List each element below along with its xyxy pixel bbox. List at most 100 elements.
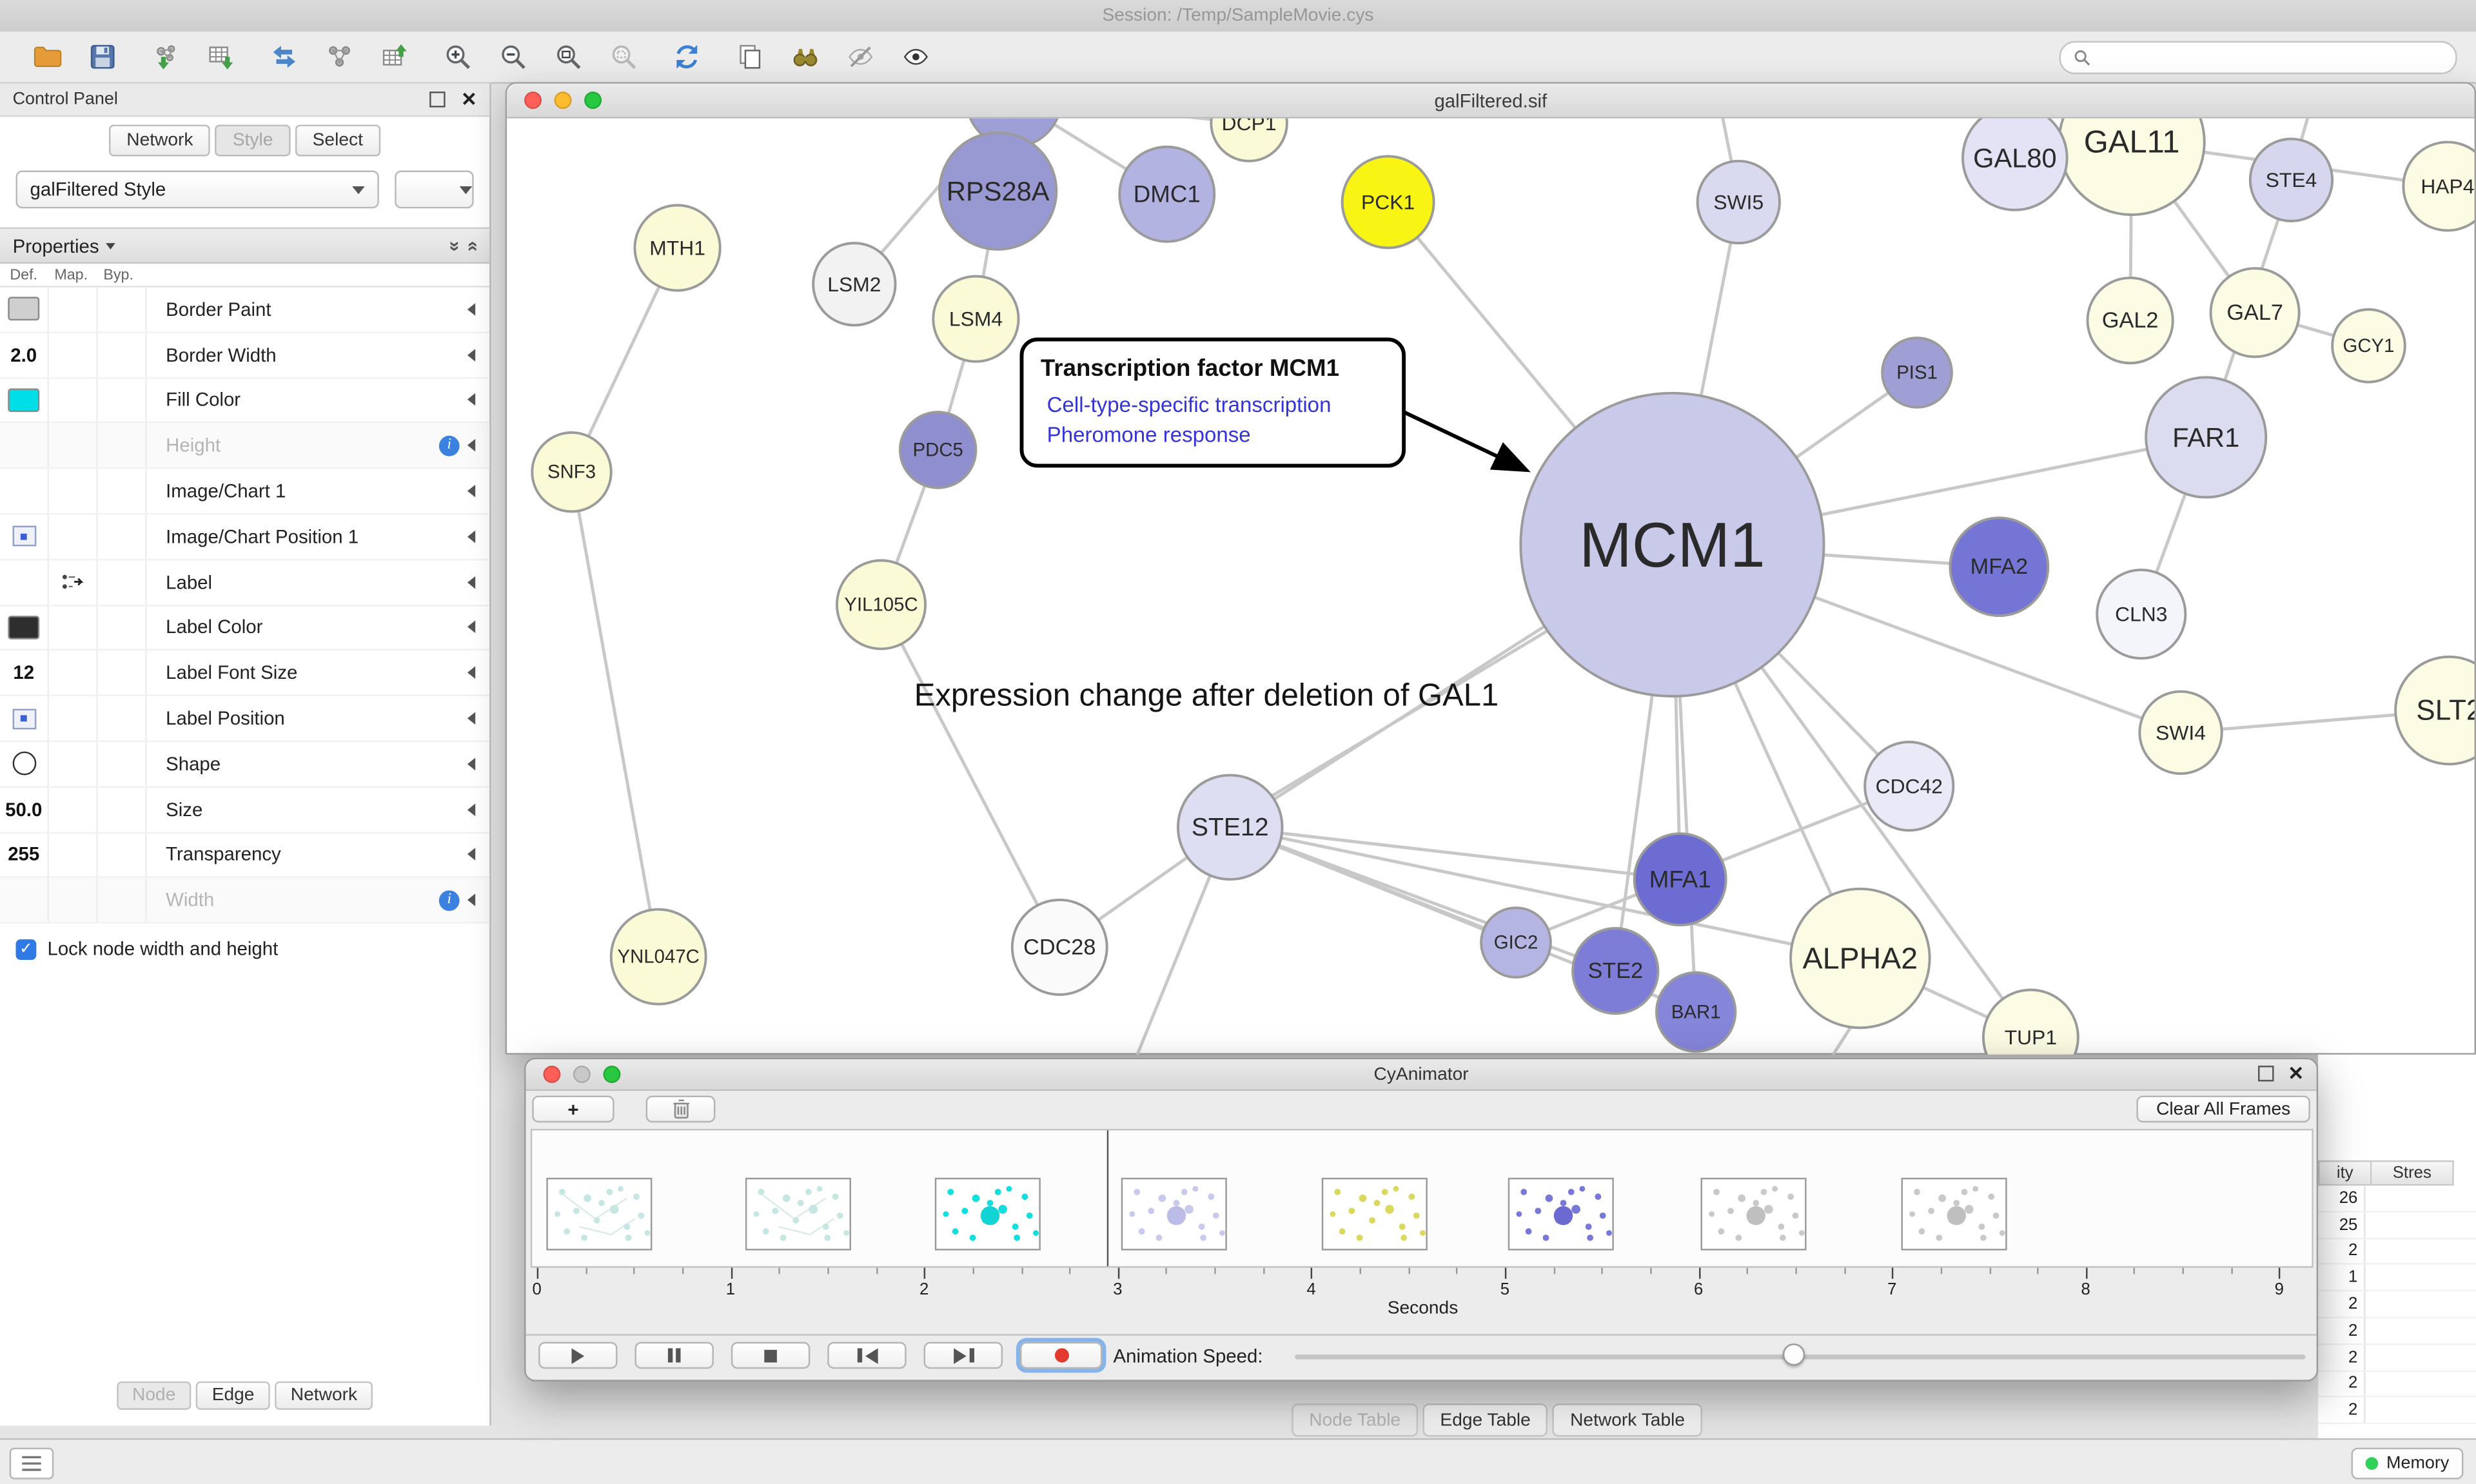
float-window-icon[interactable] [2257, 1066, 2274, 1082]
table-row[interactable]: 2 [2318, 1371, 2476, 1398]
table-row[interactable]: 26 [2318, 1186, 2476, 1213]
expand-row-icon[interactable] [467, 576, 476, 589]
default-value-cell[interactable] [0, 469, 49, 513]
frame-thumbnail-3[interactable] [1121, 1177, 1227, 1251]
open-session-icon[interactable] [32, 41, 63, 73]
export-table-icon[interactable] [379, 41, 411, 73]
node-HAP4[interactable] [2402, 141, 2475, 232]
copy-icon[interactable] [734, 41, 766, 73]
show-details-icon[interactable] [900, 41, 932, 73]
go-to-start-button[interactable] [827, 1342, 907, 1369]
expand-row-icon[interactable] [467, 621, 476, 634]
node-SWI5[interactable] [1696, 159, 1781, 245]
global-search-field[interactable] [2059, 41, 2457, 75]
node-STE12[interactable] [1176, 774, 1284, 881]
node-STE2[interactable] [1571, 927, 1660, 1015]
bypass-cell[interactable] [98, 424, 147, 468]
style-tab-network[interactable]: Network [275, 1381, 373, 1410]
default-value-cell[interactable] [0, 378, 49, 422]
search-network-icon[interactable] [789, 41, 821, 73]
bypass-cell[interactable] [98, 787, 147, 832]
hide-details-icon[interactable] [845, 41, 876, 73]
mapping-cell[interactable] [49, 378, 98, 422]
canvas-annotation-text[interactable]: Expression change after deletion of GAL1 [914, 678, 1498, 713]
mapping-cell[interactable] [49, 287, 98, 331]
default-value-cell[interactable] [0, 424, 49, 468]
minimize-window-icon[interactable] [573, 1066, 591, 1084]
close-window-icon[interactable] [543, 1066, 561, 1084]
bypass-cell[interactable] [98, 832, 147, 877]
node-ALPHA2[interactable] [1789, 887, 1931, 1030]
bypass-cell[interactable] [98, 378, 147, 422]
mapping-cell[interactable] [49, 469, 98, 513]
timeline[interactable] [530, 1129, 2314, 1268]
style-selector-dropdown[interactable]: galFiltered Style [15, 170, 379, 209]
default-value-cell[interactable] [0, 605, 49, 650]
cyanimator-titlebar[interactable]: CyAnimator ✕ [526, 1059, 2317, 1091]
tab-node-table[interactable]: Node Table [1292, 1403, 1419, 1437]
table-row[interactable]: 2 [2318, 1398, 2476, 1425]
import-table-icon[interactable] [205, 41, 237, 73]
node-CLN3[interactable] [2096, 569, 2187, 660]
expand-row-icon[interactable] [467, 348, 476, 362]
expand-row-icon[interactable] [467, 848, 476, 861]
property-row-label-color[interactable]: Label Color [0, 605, 490, 651]
lock-size-checkbox[interactable]: ✓ [15, 939, 37, 960]
node-GIC2[interactable] [1480, 906, 1552, 979]
default-value-cell[interactable]: 255 [0, 832, 49, 877]
tab-network[interactable]: Network [109, 124, 211, 157]
frame-thumbnail-6[interactable] [1700, 1177, 1807, 1251]
node-TUP1[interactable] [1981, 988, 2079, 1055]
tab-network-table[interactable]: Network Table [1553, 1403, 1702, 1437]
mapping-cell[interactable] [49, 605, 98, 650]
expand-row-icon[interactable] [467, 530, 476, 543]
table-row[interactable]: 1 [2318, 1265, 2476, 1292]
node-PCK1[interactable] [1341, 155, 1435, 249]
bypass-cell[interactable] [98, 560, 147, 604]
bypass-cell[interactable] [98, 514, 147, 559]
mapping-cell[interactable] [49, 878, 98, 923]
frame-thumbnail-0[interactable] [546, 1177, 653, 1251]
refresh-layout-icon[interactable] [671, 41, 703, 73]
delete-frame-button[interactable] [645, 1095, 716, 1123]
node-FAR1[interactable] [2145, 376, 2268, 499]
node-GAL7[interactable] [2209, 267, 2301, 358]
frame-thumbnail-2[interactable] [934, 1177, 1041, 1251]
default-value-cell[interactable] [0, 878, 49, 923]
default-value-cell[interactable]: 50.0 [0, 787, 49, 832]
zoom-window-icon[interactable] [603, 1066, 621, 1084]
mapping-cell[interactable] [49, 696, 98, 741]
tab-style[interactable]: Style [215, 124, 291, 157]
table-row[interactable]: 25 [2318, 1212, 2476, 1239]
tab-select[interactable]: Select [295, 124, 380, 157]
expand-row-icon[interactable] [467, 757, 476, 770]
property-row-label-position[interactable]: Label Position [0, 696, 490, 742]
info-icon[interactable]: i [438, 435, 460, 456]
bypass-cell[interactable] [98, 287, 147, 331]
default-value-cell[interactable] [0, 741, 49, 786]
save-session-icon[interactable] [87, 41, 119, 73]
minimize-window-icon[interactable] [554, 92, 572, 109]
node-PIS1[interactable] [1881, 337, 1953, 409]
expand-row-icon[interactable] [467, 393, 476, 407]
node-SNF3[interactable] [531, 431, 613, 513]
node-LSM2[interactable] [812, 242, 897, 327]
info-icon[interactable]: i [438, 890, 460, 911]
zoom-fit-icon[interactable] [553, 41, 584, 73]
expand-row-icon[interactable] [467, 712, 476, 725]
node-BAR1[interactable] [1655, 971, 1737, 1053]
node-CDC28[interactable] [1010, 898, 1108, 996]
bypass-cell[interactable] [98, 741, 147, 786]
export-network-icon[interactable] [268, 41, 300, 73]
expand-row-icon[interactable] [467, 893, 476, 907]
node-SWI4[interactable] [2138, 690, 2223, 775]
memory-button[interactable]: Memory [2352, 1447, 2464, 1479]
close-frame-icon[interactable]: ✕ [2288, 1062, 2304, 1085]
bypass-cell[interactable] [98, 333, 147, 377]
node-PDC5[interactable] [898, 411, 978, 489]
expand-row-icon[interactable] [467, 667, 476, 679]
zoom-in-icon[interactable] [442, 41, 474, 73]
